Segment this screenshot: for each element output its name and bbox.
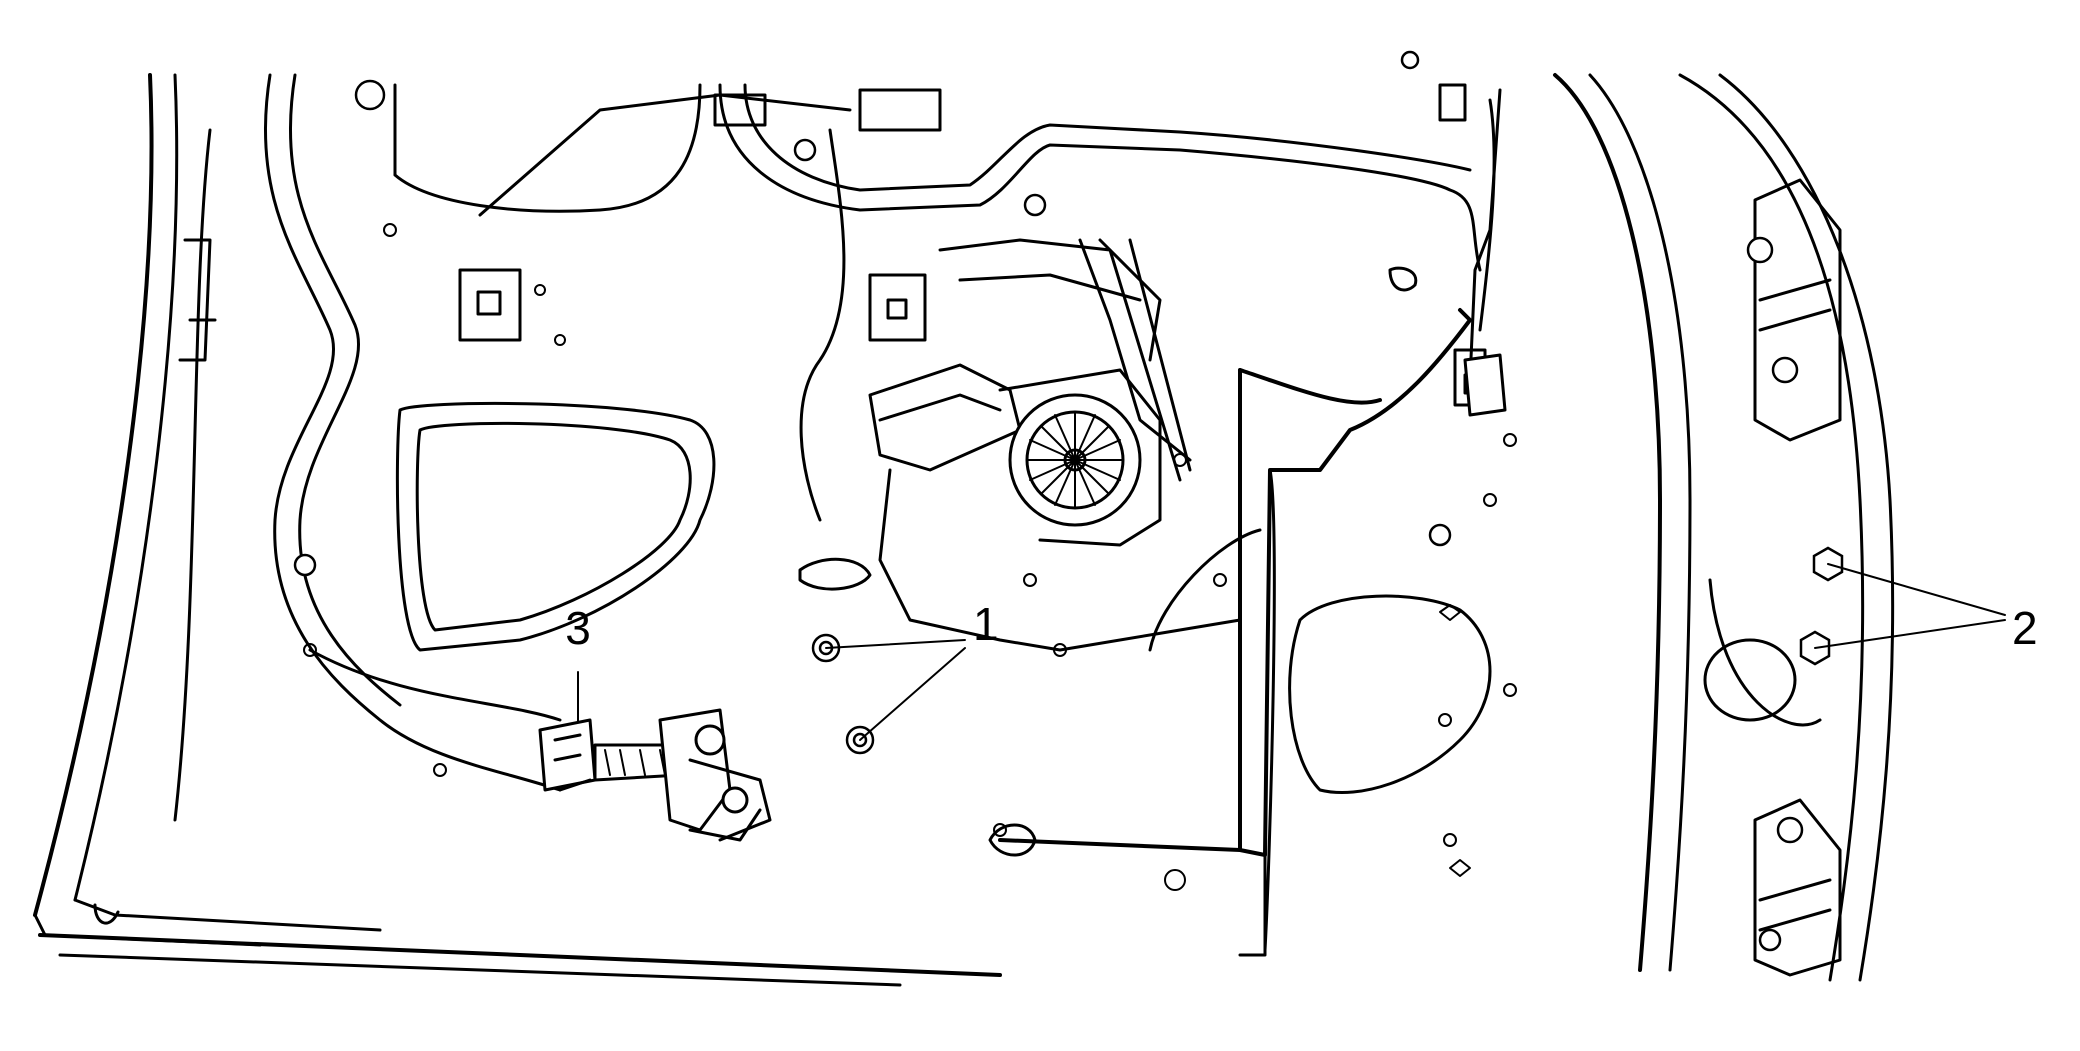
door-frame <box>33 73 1002 987</box>
door-check-assembly <box>538 708 772 842</box>
wiring-harness <box>478 93 1507 522</box>
callout-2: 2 <box>2012 602 2038 654</box>
window-motor <box>868 238 1192 652</box>
hinge-pillar <box>1553 73 1895 982</box>
module-plate <box>998 308 1492 957</box>
leader-lines <box>577 563 2006 741</box>
callout-3: 3 <box>565 602 591 654</box>
callout-1: 1 <box>973 598 999 650</box>
inner-panel <box>263 73 1482 792</box>
